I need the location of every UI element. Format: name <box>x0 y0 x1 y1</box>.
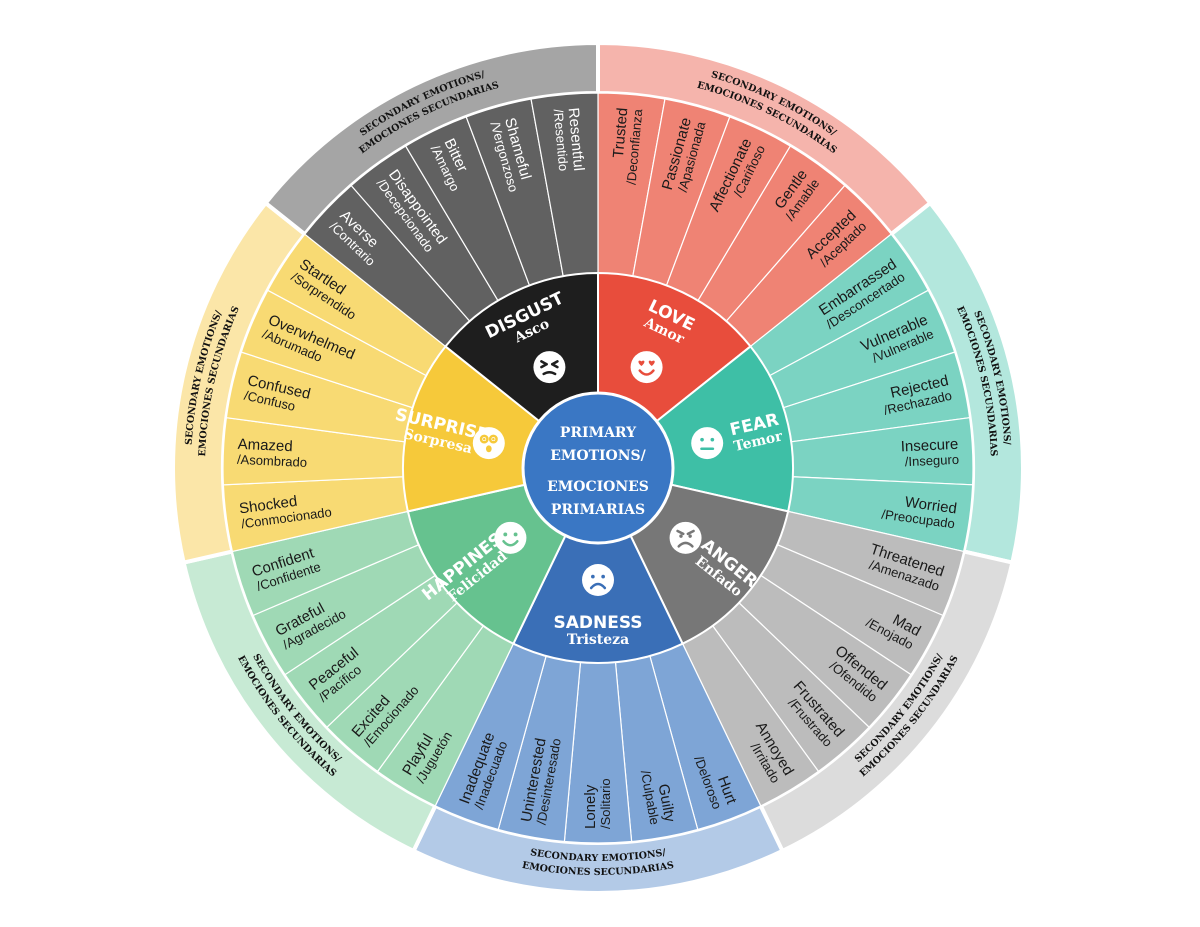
secondary-label-trusted: Trusted/Deconfianza <box>610 107 646 186</box>
primary-name-en: SADNESS <box>553 613 642 633</box>
secondary-name-es: /Inseguro <box>904 452 959 469</box>
center-hub: PRIMARY EMOTIONS/ EMOCIONES PRIMARIAS <box>521 391 675 545</box>
secondary-label-lonely: Lonely/Solitario <box>582 778 613 829</box>
secondary-label-resentful: Resentful/Resentido <box>551 107 588 172</box>
secondary-name-es: /Deconfianza <box>624 108 646 186</box>
disgusted-face-icon <box>533 351 566 384</box>
secondary-name-en: Lonely <box>582 784 599 829</box>
surprised-face-icon <box>472 427 505 460</box>
secondary-label-amazed: Amazed/Asombrado <box>237 436 308 470</box>
happy-face-icon <box>494 521 527 554</box>
center-line-2: EMOTIONS/ <box>550 448 646 464</box>
secondary-name-en: Resentful <box>565 107 588 172</box>
primary-name-es: Tristeza <box>567 632 629 648</box>
surprised-face-circle <box>472 427 505 460</box>
neutral-face-icon <box>691 427 724 460</box>
center-line-3: EMOCIONES <box>547 479 649 495</box>
secondary-name-en: Trusted <box>610 107 631 159</box>
secondary-name-es: /Resentido <box>551 108 572 171</box>
angry-face-circle <box>669 521 702 554</box>
center-line-4: PRIMARIAS <box>551 502 645 518</box>
secondary-name-es: /Asombrado <box>237 452 308 470</box>
love-face-circle <box>630 351 663 384</box>
happy-face-circle <box>494 521 527 554</box>
center-line-1: PRIMARY <box>560 425 637 441</box>
secondary-name-en: Guilty <box>655 783 679 824</box>
disgusted-face-circle <box>533 351 566 384</box>
secondary-name-es: /Solitario <box>598 778 613 829</box>
sad-face-circle <box>582 564 614 596</box>
sad-face-icon <box>582 564 614 596</box>
neutral-face-circle <box>691 427 724 460</box>
love-face-icon <box>630 351 663 384</box>
angry-face-icon <box>669 521 702 554</box>
secondary-name-en: Amazed <box>237 436 293 455</box>
secondary-name-en: Worried <box>904 494 958 518</box>
secondary-name-en: Insecure <box>900 436 958 456</box>
center-circle <box>521 391 675 545</box>
secondary-label-insecure: Insecure/Inseguro <box>900 436 959 469</box>
